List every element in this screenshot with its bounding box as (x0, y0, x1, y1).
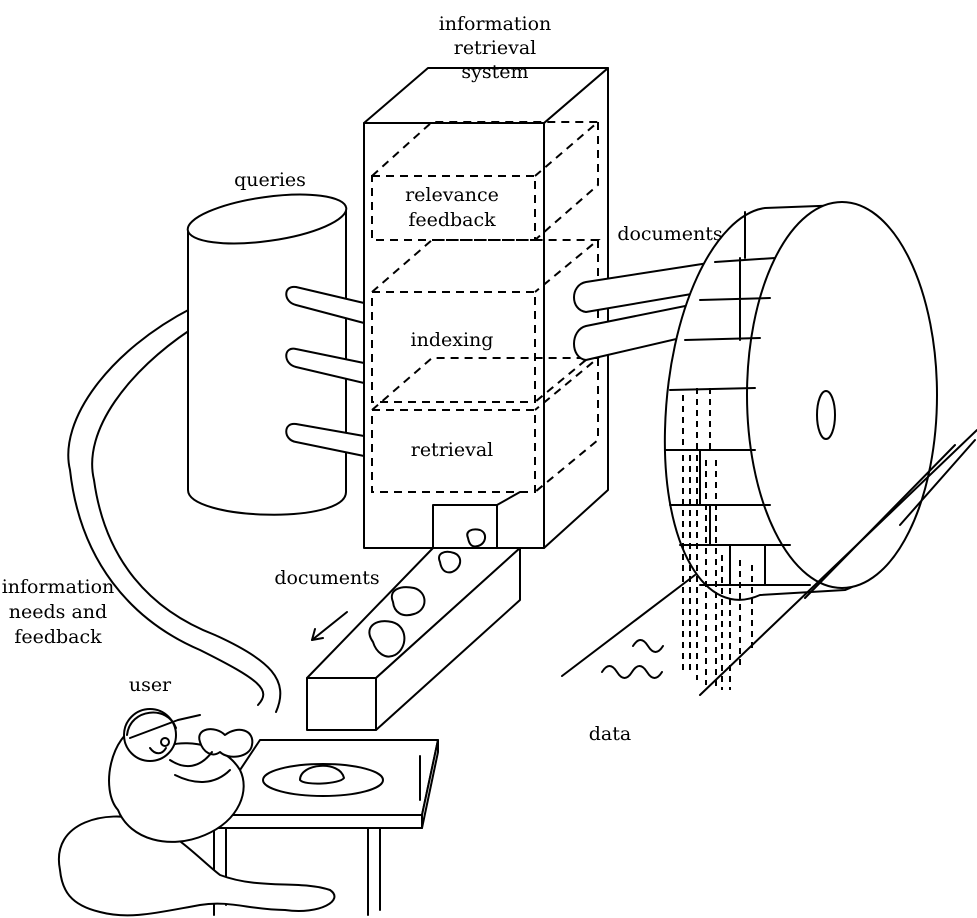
system-title-line2: retrieval (435, 36, 555, 60)
data-label: data (570, 722, 650, 746)
system-title-line1: information (435, 12, 555, 36)
system-box (364, 68, 608, 548)
relevance-label-line2: feedback (392, 208, 512, 232)
data-squiggles (602, 640, 663, 678)
needs-label-line1: information (0, 575, 118, 599)
needs-label-line3: feedback (0, 625, 118, 649)
needs-label-line2: needs and (0, 600, 118, 624)
document-conveyor (307, 529, 520, 730)
arrow-down-left-icon (312, 612, 347, 640)
documents-label-conveyor: documents (267, 566, 387, 590)
queries-cylinder (185, 186, 350, 515)
documents-label-disk: documents (610, 222, 730, 246)
indexing-label: indexing (392, 328, 512, 352)
retrieval-label: retrieval (392, 438, 512, 462)
queries-label: queries (220, 168, 320, 192)
user-label: user (110, 673, 190, 697)
relevance-label-line1: relevance (392, 183, 512, 207)
system-title-line3: system (435, 60, 555, 84)
